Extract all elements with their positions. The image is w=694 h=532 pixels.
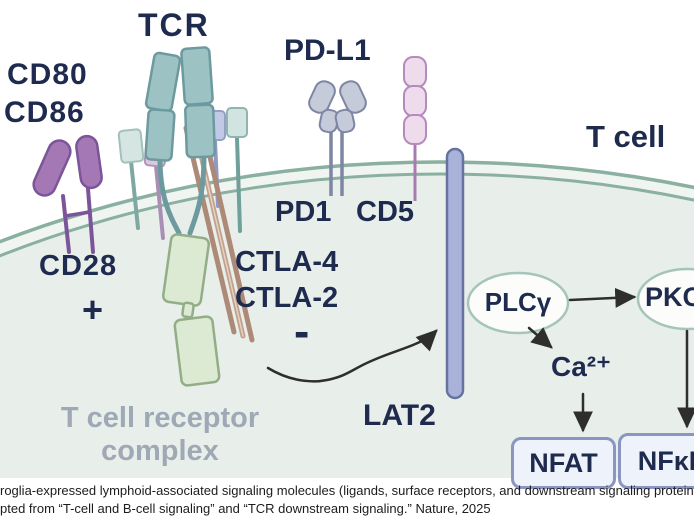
caption-line2: pted from “T-cell and B-cell signaling” … (0, 501, 491, 516)
pd1-label: PD1 (275, 196, 332, 228)
t-cell-label: T cell (586, 119, 666, 154)
tcr-complex-label-line1: T cell receptor (60, 402, 260, 434)
complex-to-lat2-arrow (266, 329, 438, 383)
cd5-label: CD5 (356, 196, 415, 228)
figure-caption: roglia-expressed lymphoid-associated sig… (0, 482, 694, 518)
ctla4-label: CTLA-4 (235, 246, 339, 278)
signal-arrows (266, 287, 694, 433)
lat2-bar-icon (445, 147, 465, 400)
cd28-plus-sign: + (82, 289, 104, 330)
calcium-label: Ca²⁺ (551, 351, 611, 382)
lat2-label: LAT2 (363, 399, 436, 432)
tcr-complex-label-line2: complex (101, 435, 219, 467)
plcg-label: PLCγ (484, 287, 552, 317)
nfkb-label: NFκB (637, 445, 694, 476)
ctla2-label: CTLA-2 (235, 282, 339, 314)
cd80-cd86-ligand-icon (32, 134, 103, 254)
tcr-receptor-icon (144, 46, 216, 236)
caption-line1: roglia-expressed lymphoid-associated sig… (0, 483, 694, 498)
ctla-minus-sign: - (294, 305, 310, 357)
nfkb-box: NFκB (618, 433, 694, 489)
tcr-label: TCR (138, 7, 210, 43)
cd28-label: CD28 (39, 250, 118, 282)
plcg-to-ca-arrow (527, 326, 553, 349)
cd5-receptor-icon (403, 56, 427, 201)
cd86-label: CD86 (4, 96, 85, 129)
pd1-receptor-icon (308, 80, 367, 196)
pkc-node (636, 267, 694, 331)
pkc-label: PKC (645, 282, 694, 312)
nfat-box: NFAT (511, 437, 616, 489)
pdl1-label: PD-L1 (284, 34, 371, 67)
pathway-illustration (0, 46, 694, 478)
plcg-node (466, 271, 570, 335)
nfat-label: NFAT (529, 447, 598, 478)
cd80-label: CD80 (7, 58, 88, 91)
tcr-complex-green-icon (161, 233, 221, 387)
plcg-to-pkc-arrow (568, 287, 637, 308)
